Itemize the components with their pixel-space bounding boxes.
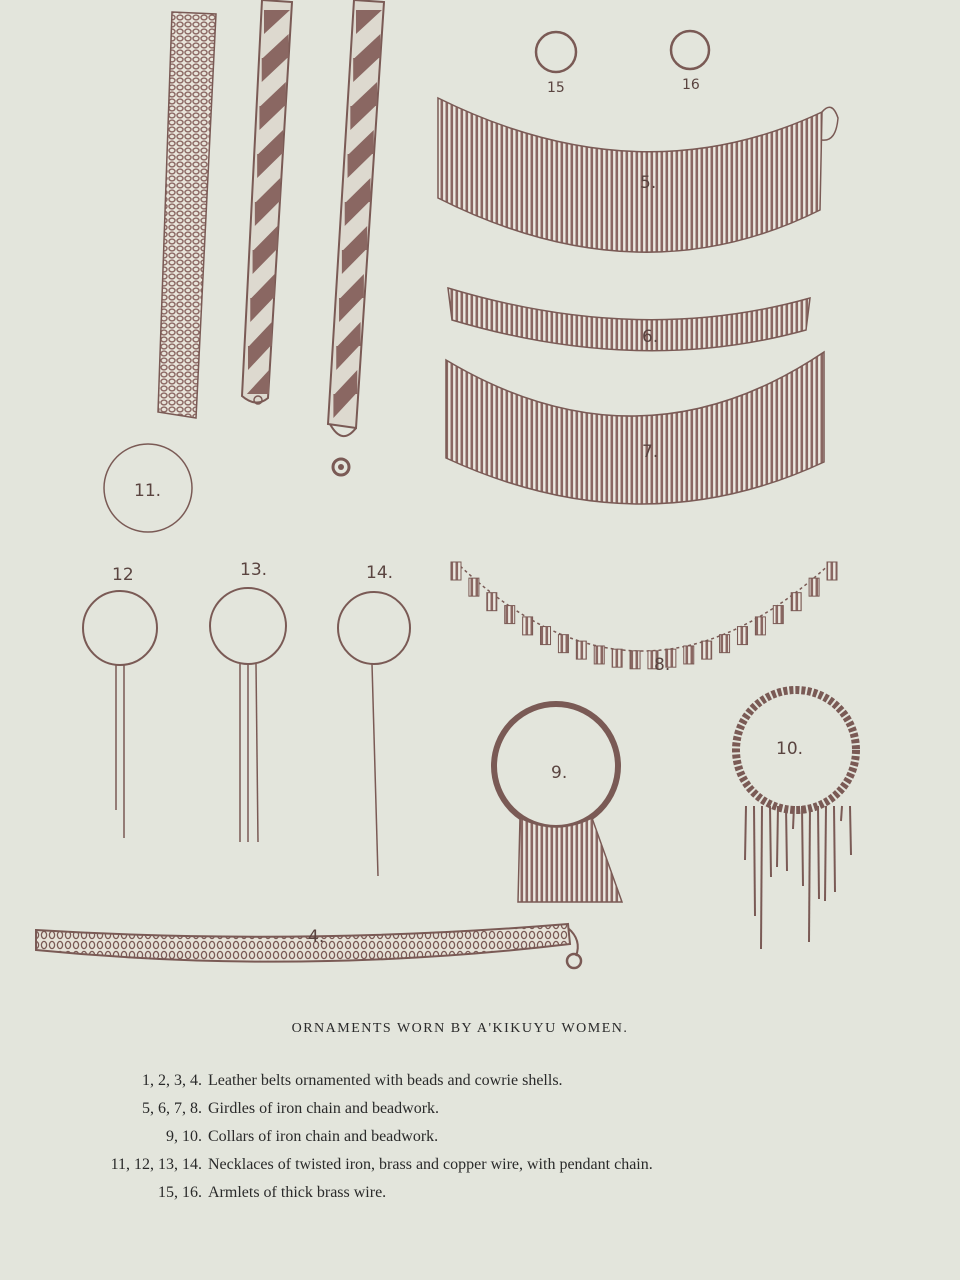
legend-item: 5, 6, 7, 8. Girdles of iron chain and bea… <box>60 1098 439 1120</box>
belt-figure-3 <box>326 0 386 477</box>
legend-item-text: Leather belts ornamented with beads and … <box>208 1072 563 1089</box>
necklace-figure-14: 14. <box>337 563 411 877</box>
necklace-figure-13: 13. <box>209 560 287 843</box>
legend-item-text: Girdles of iron chain and beadwork. <box>208 1100 440 1117</box>
figure-label-6: 6. <box>642 327 658 347</box>
legend-item-numbers: 1, 2, 3, 4. <box>142 1072 202 1089</box>
legend-item-numbers: 5, 6, 7, 8. <box>142 1100 202 1117</box>
figure-label-5: 5. <box>640 173 656 193</box>
figure-label-12: 12 <box>112 565 134 585</box>
figure-label-10: 10. <box>776 739 803 759</box>
necklace-figure-11: 11. <box>103 443 193 533</box>
belt-figure-2 <box>240 0 294 405</box>
collar-figure-9: 9. <box>491 701 624 903</box>
figure-label-8: 8. <box>654 655 670 675</box>
legend-item: 15, 16. Armlets of thick brass wire. <box>60 1182 386 1204</box>
legend-item-text: Collars of iron chain and beadwork. <box>208 1128 439 1145</box>
girdle-figure-8: 8. <box>450 561 838 675</box>
plate-caption: ORNAMENTS WORN BY A'KIKUYU WOMEN. <box>291 1021 629 1036</box>
figure-label-11: 11. <box>134 481 161 501</box>
legend-item-text: Armlets of thick brass wire. <box>208 1184 387 1201</box>
legend-item: 11, 12, 13, 14. Necklaces of twisted iron… <box>60 1154 653 1176</box>
legend-item-text: Necklaces of twisted iron, brass and cop… <box>208 1156 653 1173</box>
figure-label-13: 13. <box>240 560 267 580</box>
figure-label-9: 9. <box>551 763 567 783</box>
necklace-figure-12: 12 <box>82 565 158 838</box>
figure-label-14: 14. <box>366 563 393 583</box>
legend-item: 1, 2, 3, 4. Leather belts ornamented with… <box>60 1070 563 1092</box>
figure-label-7: 7. <box>642 442 658 462</box>
belt-figure-1 <box>157 11 217 419</box>
figure-label-16: 16 <box>682 77 700 93</box>
girdle-figure-6: 6. <box>447 286 811 352</box>
legend-item-numbers: 15, 16. <box>158 1184 202 1201</box>
belt-figure-4: 4. <box>35 922 583 970</box>
armlet-figure-15: 15 <box>534 30 578 96</box>
legend-item-numbers: 11, 12, 13, 14. <box>110 1156 202 1173</box>
armlet-figure-16: 16 <box>669 29 711 93</box>
legend-item: 9, 10. Collars of iron chain and beadwork… <box>60 1126 438 1148</box>
collar-figure-10: 10. <box>732 686 860 950</box>
girdle-figure-5: 5. <box>437 96 839 253</box>
figure-label-15: 15 <box>547 80 565 96</box>
girdle-figure-7: 7. <box>445 350 825 505</box>
figure-label-4: 4. <box>308 927 324 947</box>
legend-item-numbers: 9, 10. <box>166 1128 202 1145</box>
